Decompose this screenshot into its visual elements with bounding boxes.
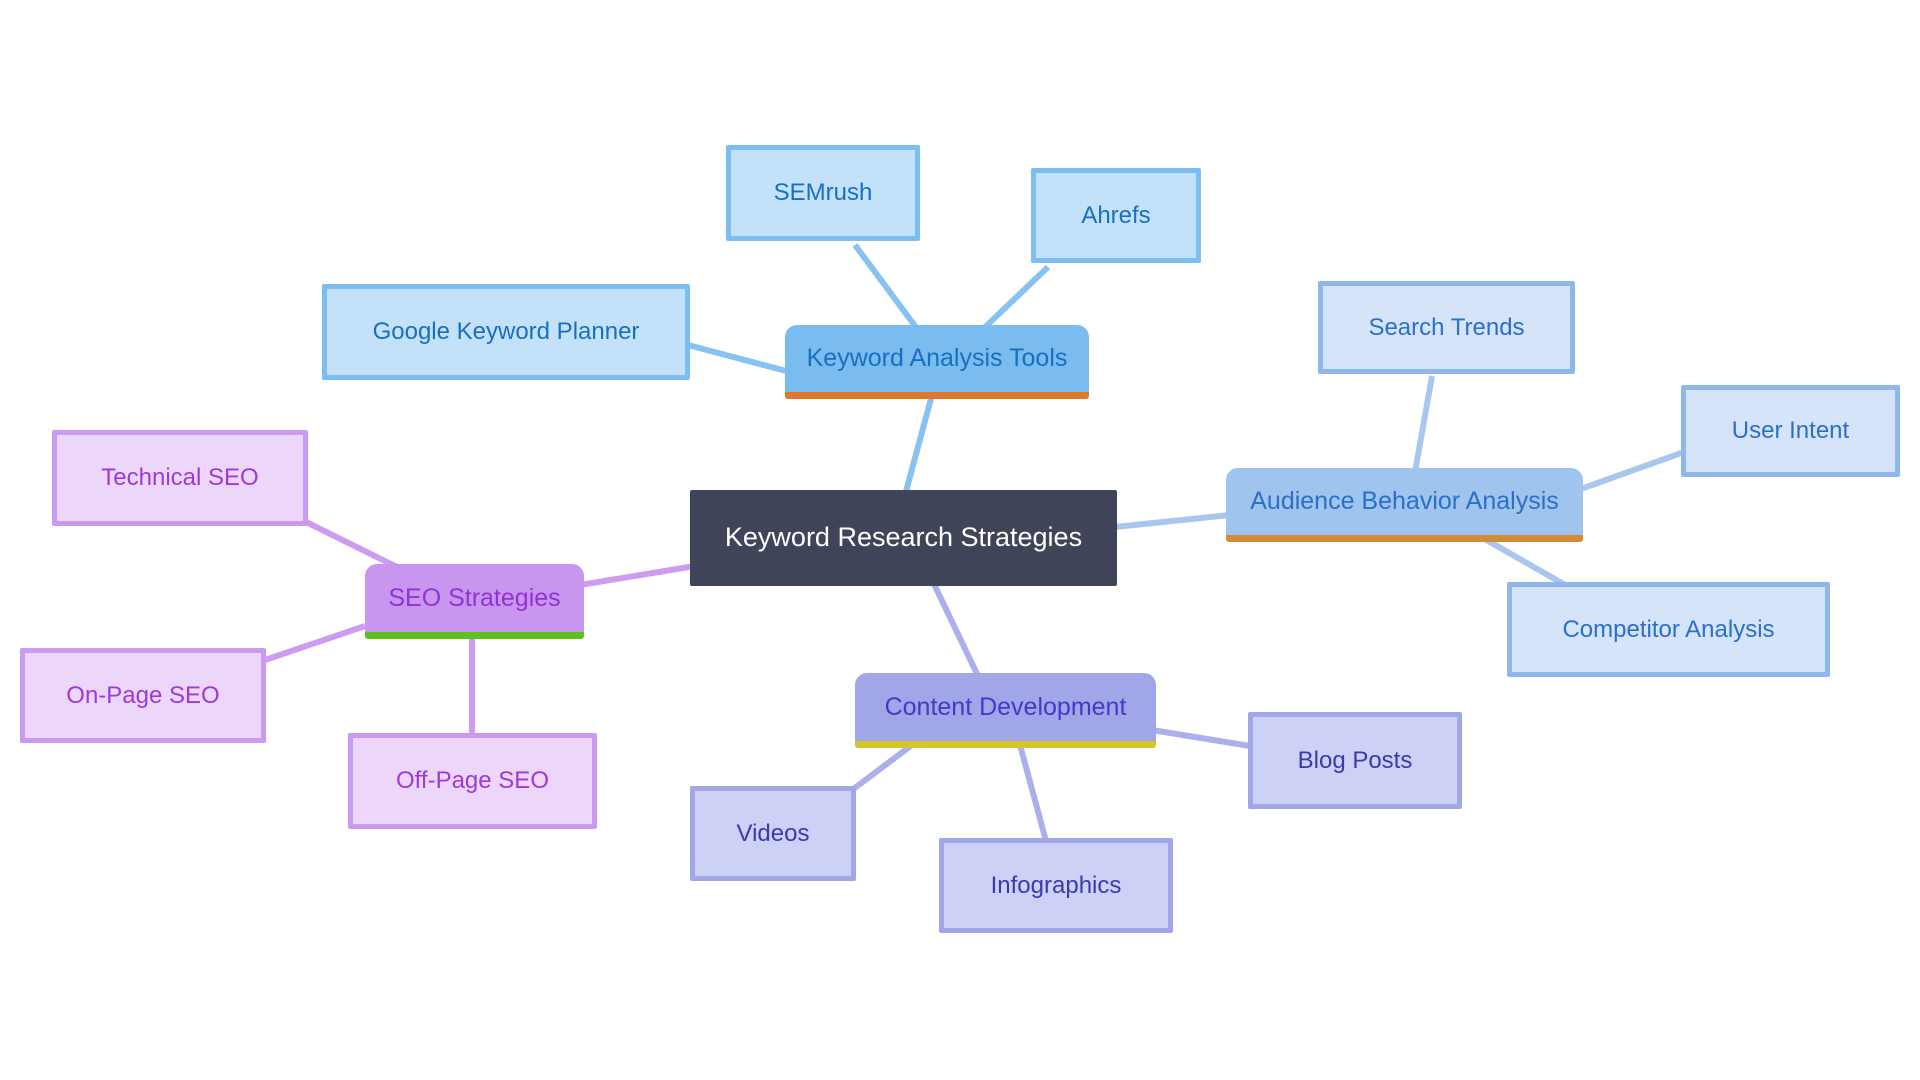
node-keyword-research-strategies[interactable]: Keyword Research Strategies xyxy=(690,490,1117,586)
edge-keyword-analysis-tools-center xyxy=(902,394,935,496)
node-label: Competitor Analysis xyxy=(1562,615,1775,643)
edge-center-audience-behavior-analysis xyxy=(1114,512,1231,530)
node-audience-behavior-analysis[interactable]: Audience Behavior Analysis xyxy=(1226,468,1583,542)
node-google-keyword-planner[interactable]: Google Keyword Planner xyxy=(322,284,690,380)
node-label: Google Keyword Planner xyxy=(372,318,640,346)
edge-audience-behavior-analysis-competitor-analysis xyxy=(1481,535,1569,589)
node-label: Blog Posts xyxy=(1297,746,1413,774)
node-ahrefs[interactable]: Ahrefs xyxy=(1031,168,1201,263)
node-label: Search Trends xyxy=(1368,313,1525,341)
node-label: Keyword Research Strategies xyxy=(724,522,1083,553)
node-label: Audience Behavior Analysis xyxy=(1250,487,1559,516)
node-label: Technical SEO xyxy=(101,464,259,492)
node-label: User Intent xyxy=(1731,417,1850,445)
node-label: Off-Page SEO xyxy=(396,767,549,795)
node-competitor-analysis[interactable]: Competitor Analysis xyxy=(1507,582,1830,677)
node-label: Ahrefs xyxy=(1081,201,1151,229)
node-blog-posts[interactable]: Blog Posts xyxy=(1248,712,1462,809)
node-technical-seo[interactable]: Technical SEO xyxy=(52,430,308,526)
node-seo-strategies[interactable]: SEO Strategies xyxy=(365,564,584,639)
node-user-intent[interactable]: User Intent xyxy=(1681,385,1900,477)
node-label: SEO Strategies xyxy=(388,583,561,612)
node-semrush[interactable]: SEMrush xyxy=(726,145,920,241)
edge-seo-strategies-on-page-seo xyxy=(261,623,366,664)
node-label: Infographics xyxy=(990,871,1122,899)
node-keyword-analysis-tools[interactable]: Keyword Analysis Tools xyxy=(785,325,1089,399)
node-label: On-Page SEO xyxy=(66,681,220,709)
edge-search-trends-audience-behavior-analysis xyxy=(1412,375,1435,473)
edge-semrush-keyword-analysis-tools xyxy=(852,243,921,332)
node-label: Videos xyxy=(736,819,810,847)
node-search-trends[interactable]: Search Trends xyxy=(1318,281,1575,374)
edge-audience-behavior-analysis-user-intent xyxy=(1576,449,1686,493)
edge-content-development-videos xyxy=(850,742,914,793)
node-on-page-seo[interactable]: On-Page SEO xyxy=(20,648,266,743)
edge-technical-seo-seo-strategies xyxy=(296,515,399,570)
edge-content-development-blog-posts xyxy=(1151,727,1251,749)
node-label: Keyword Analysis Tools xyxy=(806,344,1068,373)
node-videos[interactable]: Videos xyxy=(690,786,856,881)
node-label: Content Development xyxy=(884,692,1127,721)
edge-google-keyword-planner-keyword-analysis-tools xyxy=(687,342,791,375)
edge-center-content-development xyxy=(930,580,981,678)
node-infographics[interactable]: Infographics xyxy=(939,838,1173,933)
node-off-page-seo[interactable]: Off-Page SEO xyxy=(348,733,597,829)
edge-center-seo-strategies xyxy=(579,563,696,588)
node-content-development[interactable]: Content Development xyxy=(855,673,1156,748)
node-label: SEMrush xyxy=(773,179,873,207)
edge-ahrefs-keyword-analysis-tools xyxy=(979,264,1051,333)
edge-content-development-infographics xyxy=(1017,744,1049,842)
